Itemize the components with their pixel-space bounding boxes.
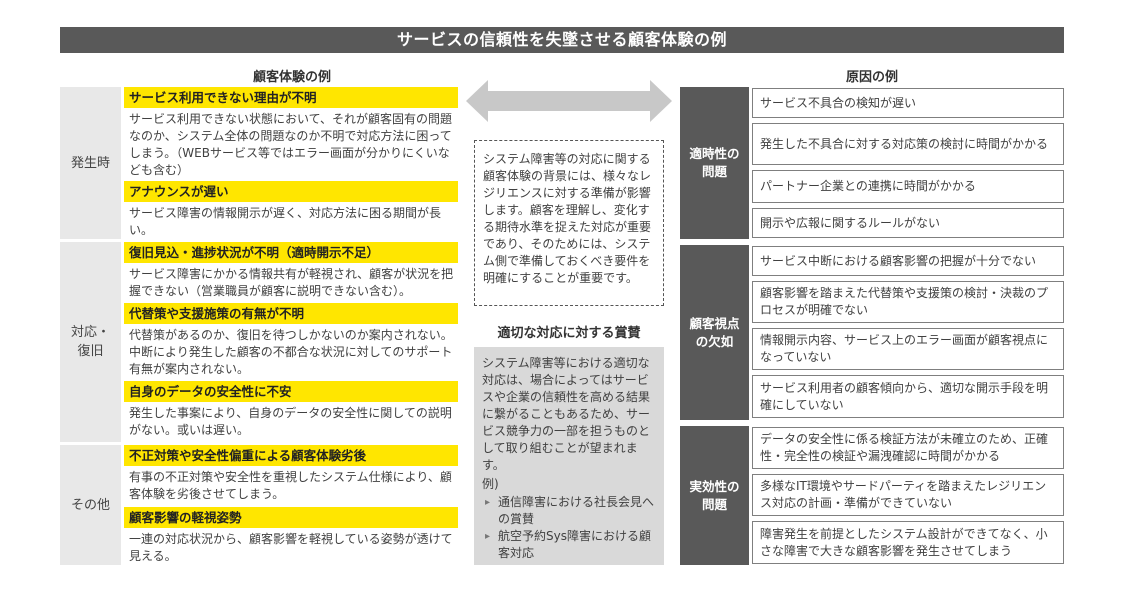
cause-category-timeliness: 適時性の 問題 (680, 87, 749, 239)
cause-item: 情報開示内容、サービス上のエラー画面が顧客視点になっていない (752, 328, 1064, 370)
category-occurrence: 発生時 (60, 87, 121, 239)
praise-heading: 適切な対応に対する賞賛 (497, 326, 641, 341)
cause-item: 顧客影響を踏まえた代替策や支援策の検討・決裁のプロセスが明確でない (752, 281, 1064, 323)
background-explanation-box: システム障害等の対応に関する顧客体験の背景には、様々なレジリエンスに対する準備が… (474, 140, 664, 306)
experience-title: 不正対策や安全性偏重による顧客体験劣後 (124, 445, 458, 466)
cause-category-effectiveness: 実効性の 問題 (680, 426, 749, 565)
list-item: 通信障害における社長会見への賞賛 (482, 494, 658, 528)
praise-box: システム障害等における適切な対応は、場合によってはサービスや企業の信頼性を高める… (474, 347, 664, 565)
experience-title: 自身のデータの安全性に不安 (124, 381, 458, 402)
double-arrow-icon (466, 80, 672, 122)
praise-example-label: 例) (482, 477, 499, 491)
cause-item: 多様なIT環境やサードパーティを踏まえたレジリエンス対応の計画・準備ができていな… (752, 474, 1064, 516)
left-column-header: 顧客体験の例 (252, 70, 331, 85)
experience-description: 一連の対応状況から、顧客影響を軽視している姿勢が透けて見える。 (129, 532, 453, 563)
cause-item: 障害発生を前提としたシステム設計ができてなく、小さな障害で大きな顧客影響を発生さ… (752, 521, 1064, 564)
category-label: 実効性の 問題 (689, 478, 740, 512)
experience-description: 代替策があるのか、復旧を待つしかないのか案内されない。中断により発生した顧客の不… (129, 328, 453, 376)
experience-description: サービス障害の情報開示が遅く、対応方法に困る期間が長い。 (129, 206, 442, 237)
list-item: 航空予約Sys障害における顧客対応 (482, 528, 658, 562)
category-label: 発生時 (70, 155, 110, 171)
cause-item: パートナー企業との連携に時間がかかる (752, 170, 1064, 203)
page-title: サービスの信頼性を失墜させる顧客体験の例 (60, 27, 1064, 53)
cause-item: データの安全性に係る検証方法が未確立のため、正確性・完全性の検証や漏洩確認に時間… (752, 427, 1064, 469)
praise-example-list: 通信障害における社長会見への賞賛 航空予約Sys障害における顧客対応 (482, 494, 658, 562)
cause-item: サービス利用者の顧客傾向から、適切な開示手段を明確にしていない (752, 375, 1064, 418)
category-response-recovery: 対応・ 復旧 (60, 242, 121, 442)
experience-title: 代替策や支援施策の有無が不明 (124, 303, 458, 324)
experience-description: 有事の不正対策や安全性を重視したシステム仕様により、顧客体験を劣後させてしまう。 (129, 470, 452, 501)
praise-text: システム障害等における適切な対応は、場合によってはサービスや企業の信頼性を高める… (482, 356, 651, 472)
experience-title: アナウンスが遅い (124, 181, 458, 202)
category-other: その他 (60, 445, 121, 565)
experience-title: サービス利用できない理由が不明 (124, 87, 458, 108)
experience-title: 復旧見込・進捗状況が不明（適時開示不足） (124, 242, 458, 263)
category-label: 適時性の 問題 (689, 146, 740, 179)
right-column-header: 原因の例 (845, 70, 898, 85)
experience-description: 発生した事案により、自身のデータの安全性に関しての説明がない。或いは遅い。 (129, 406, 452, 437)
experience-title: 顧客影響の軽視姿勢 (124, 507, 458, 528)
category-label: 顧客視点 の欠如 (689, 315, 740, 349)
category-label: 対応・ 復旧 (70, 325, 110, 359)
cause-item: 発生した不具合に対する対応策の検討に時間がかかる (752, 123, 1064, 165)
cause-category-customer-view: 顧客視点 の欠如 (680, 245, 749, 420)
experience-description: サービス障害にかかる情報共有が軽視され、顧客が状況を把握できない（営業職員が顧客… (129, 267, 454, 298)
cause-item: サービス中断における顧客影響の把握が十分でない (752, 246, 1064, 276)
experience-description: サービス利用できない状態において、それが顧客固有の問題なのか、システム全体の問題… (129, 112, 453, 177)
cause-item: 開示や広報に関するルールがない (752, 208, 1064, 238)
cause-item: サービス不具合の検知が遅い (752, 88, 1064, 118)
category-label: その他 (70, 497, 110, 513)
